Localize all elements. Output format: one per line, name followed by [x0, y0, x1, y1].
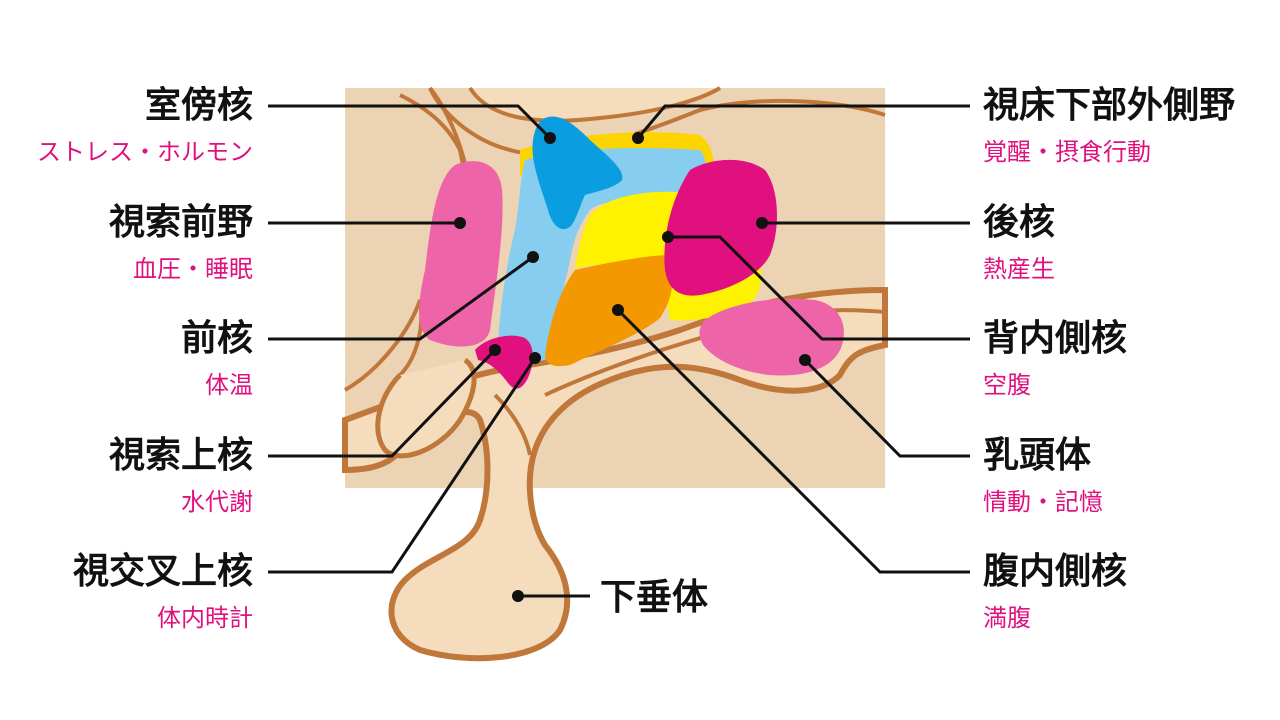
- label-name: 腹内側核: [983, 551, 1128, 592]
- ventromedial-nucleus-region: [545, 255, 673, 367]
- label-name: 室傍核: [144, 85, 253, 126]
- label-mammillary-body: 乳頭体 情動・記憶: [983, 435, 1103, 516]
- leader-line-lateral-hypothalamus: [636, 104, 970, 139]
- pointer-dot-ventromedial: [612, 304, 624, 316]
- label-name: 視索上核: [108, 435, 253, 476]
- leader-line-dorsomedial: [668, 235, 970, 341]
- pointer-dot-posterior: [756, 217, 768, 229]
- label-name: 視床下部外側野: [983, 85, 1236, 126]
- pointer-dot-suprachiasmatic: [529, 352, 541, 364]
- label-preoptic: 視索前野 血圧・睡眠: [108, 202, 253, 283]
- label-function: 水代謝: [181, 488, 253, 516]
- label-name: 視交叉上核: [72, 551, 253, 592]
- paraventricular-nucleus-region: [532, 116, 623, 230]
- pointer-dot-dorsomedial: [662, 231, 674, 243]
- label-supraoptic: 視索上核 水代謝: [108, 435, 253, 516]
- label-function: 熱産生: [983, 255, 1055, 283]
- label-name: 下垂体: [600, 577, 709, 618]
- posterior-nucleus-region: [664, 159, 777, 296]
- leader-line-anterior: [268, 255, 534, 341]
- optic-chiasm: [375, 357, 477, 459]
- leader-line-mammillary-body: [803, 358, 970, 458]
- label-pituitary: 下垂体: [600, 580, 708, 616]
- label-function: 体温: [205, 371, 253, 399]
- label-function: ストレス・ホルモン: [37, 138, 253, 166]
- leader-line-paraventricular: [268, 104, 552, 140]
- infundibular-recess: [493, 393, 532, 456]
- label-name: 後核: [983, 202, 1056, 243]
- label-paraventricular: 室傍核 ストレス・ホルモン: [37, 85, 253, 166]
- pointer-dot-anterior: [527, 251, 539, 263]
- label-function: 情動・記憶: [983, 488, 1103, 516]
- pointer-dot-mammillary-body: [799, 354, 811, 366]
- label-function: 満腹: [983, 604, 1031, 632]
- pointer-dot-pituitary: [512, 590, 524, 602]
- label-name: 視索前野: [108, 202, 253, 243]
- pointer-dot-preoptic: [454, 217, 466, 229]
- pointer-dot-supraoptic: [489, 344, 501, 356]
- label-ventromedial: 腹内側核 満腹: [983, 551, 1128, 632]
- label-suprachiasmatic: 視交叉上核 体内時計: [72, 551, 253, 632]
- label-function: 血圧・睡眠: [133, 255, 253, 283]
- label-name: 前核: [180, 318, 253, 359]
- leader-line-ventromedial: [616, 308, 970, 574]
- label-function: 空腹: [983, 371, 1031, 399]
- pointer-dot-lateral-hypothalamus: [632, 132, 644, 144]
- label-name: 乳頭体: [983, 435, 1092, 476]
- leader-line-suprachiasmatic: [268, 357, 537, 574]
- label-dorsomedial: 背内側核 空腹: [983, 318, 1128, 399]
- preoptic-area-region: [419, 161, 503, 347]
- label-posterior: 後核 熱産生: [983, 202, 1056, 283]
- leader-line-supraoptic: [268, 348, 497, 458]
- label-function: 体内時計: [157, 604, 253, 632]
- label-lateral-hypothalamus: 視床下部外側野 覚醒・摂食行動: [983, 85, 1236, 166]
- label-name: 背内側核: [983, 318, 1128, 359]
- dorsomedial-nucleus-region: [575, 191, 689, 268]
- label-anterior: 前核 体温: [180, 318, 253, 399]
- label-function: 覚醒・摂食行動: [983, 138, 1151, 166]
- pointer-dot-paraventricular: [544, 132, 556, 144]
- upper-brain-curve: [468, 86, 722, 123]
